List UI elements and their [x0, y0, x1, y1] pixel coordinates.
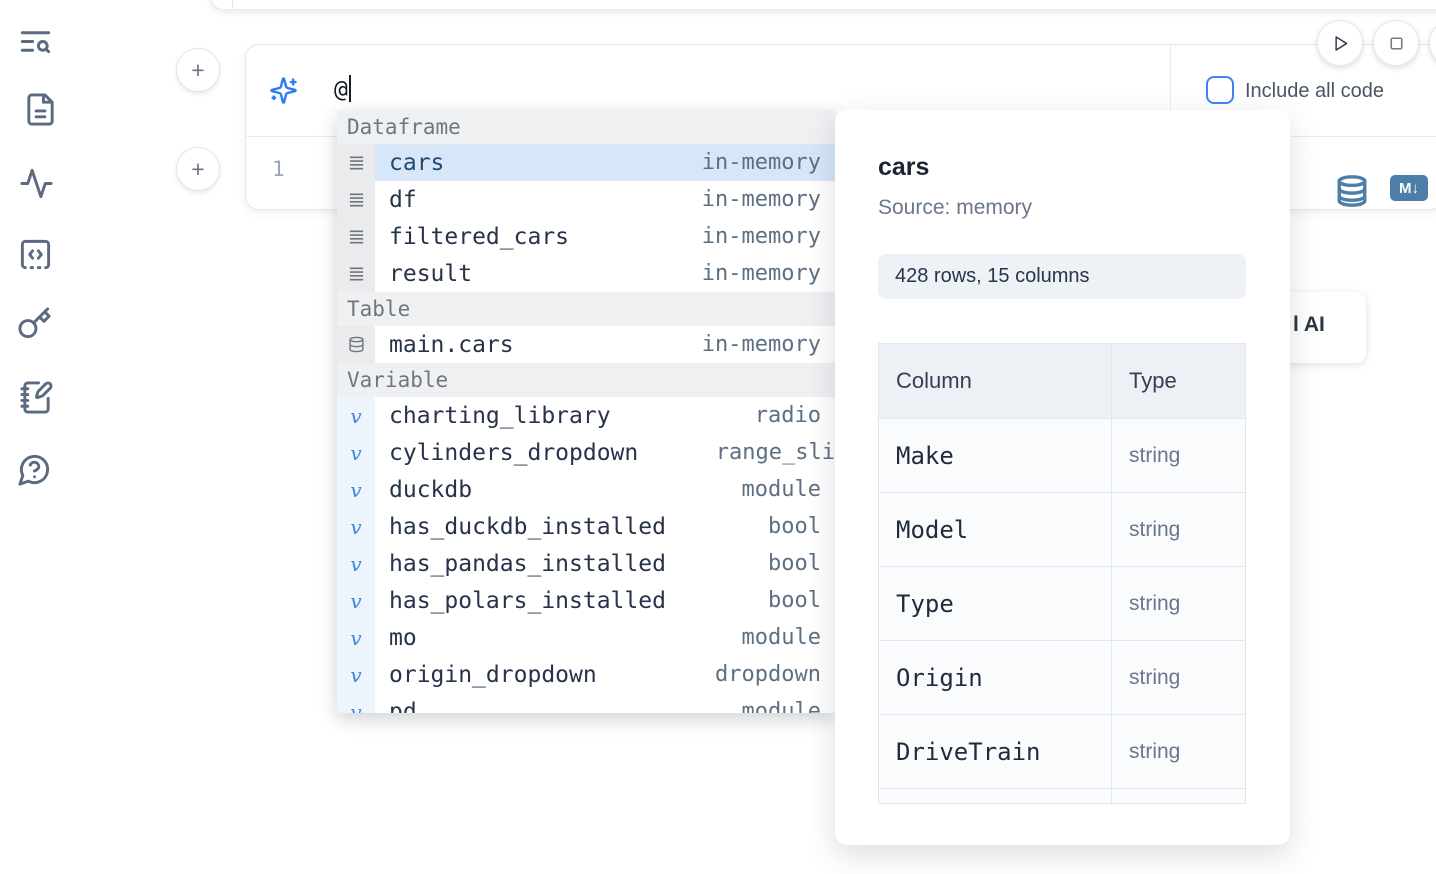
add-cell-above-button[interactable]: + — [176, 48, 220, 92]
schema-row-make: Make string — [879, 418, 1245, 492]
dataframe-icon — [337, 218, 375, 255]
table-database-icon — [337, 326, 375, 363]
previous-cell-divider — [232, 0, 233, 9]
variable-icon: v — [337, 619, 375, 656]
shape-badge: 428 rows, 15 columns — [878, 254, 1246, 299]
schema-header-row: Column Type — [879, 344, 1245, 418]
dataframe-icon — [337, 144, 375, 181]
key-icon[interactable] — [17, 306, 52, 341]
previous-cell-edge — [210, 0, 1436, 10]
file-text-icon[interactable] — [23, 92, 58, 127]
preview-title: cars — [878, 153, 930, 181]
database-icon[interactable] — [1335, 171, 1369, 211]
variable-icon: v — [337, 582, 375, 619]
input-divider — [1170, 45, 1171, 136]
schema-row-drivetrain: DriveTrain string — [879, 714, 1245, 788]
variable-icon: v — [337, 508, 375, 545]
dataframe-icon — [337, 255, 375, 292]
preview-source: Source: memory — [878, 196, 1033, 219]
variable-icon: v — [337, 471, 375, 508]
include-all-code-checkbox[interactable] — [1206, 76, 1234, 104]
variable-icon: v — [337, 397, 375, 434]
notebook-pen-icon[interactable] — [19, 380, 54, 415]
variable-icon: v — [337, 656, 375, 693]
schema-row-origin: Origin string — [879, 640, 1245, 714]
section-header-table: Table — [337, 292, 835, 326]
schema-row-clipped — [879, 788, 1245, 803]
activity-icon[interactable] — [19, 166, 54, 201]
stop-button[interactable] — [1373, 20, 1419, 66]
schema-row-type: Type string — [879, 566, 1245, 640]
schema-table: Column Type Make string Model string Typ… — [878, 343, 1246, 804]
schema-row-model: Model string — [879, 492, 1245, 566]
variable-icon: v — [337, 434, 375, 471]
snippets-code-icon[interactable] — [18, 237, 53, 272]
section-header-dataframe: Dataframe — [337, 110, 835, 144]
dataframe-icon — [337, 181, 375, 218]
variable-icon: v — [337, 693, 375, 713]
text-cursor — [348, 75, 351, 102]
sparkles-icon — [269, 76, 298, 105]
text-search-icon[interactable] — [18, 24, 53, 59]
ai-prompt-input[interactable]: @ — [334, 75, 351, 103]
run-button[interactable] — [1317, 20, 1363, 66]
add-cell-below-button[interactable]: + — [176, 147, 220, 191]
section-header-variable: Variable — [337, 363, 835, 397]
include-all-code-label: Include all code — [1245, 80, 1384, 102]
line-number: 1 — [272, 157, 285, 181]
markdown-icon[interactable]: M↓ — [1390, 175, 1428, 201]
dataframe-preview-panel: cars Source: memory 428 rows, 15 columns… — [835, 110, 1290, 845]
variable-icon: v — [337, 545, 375, 582]
help-bubble-icon[interactable] — [17, 452, 52, 487]
